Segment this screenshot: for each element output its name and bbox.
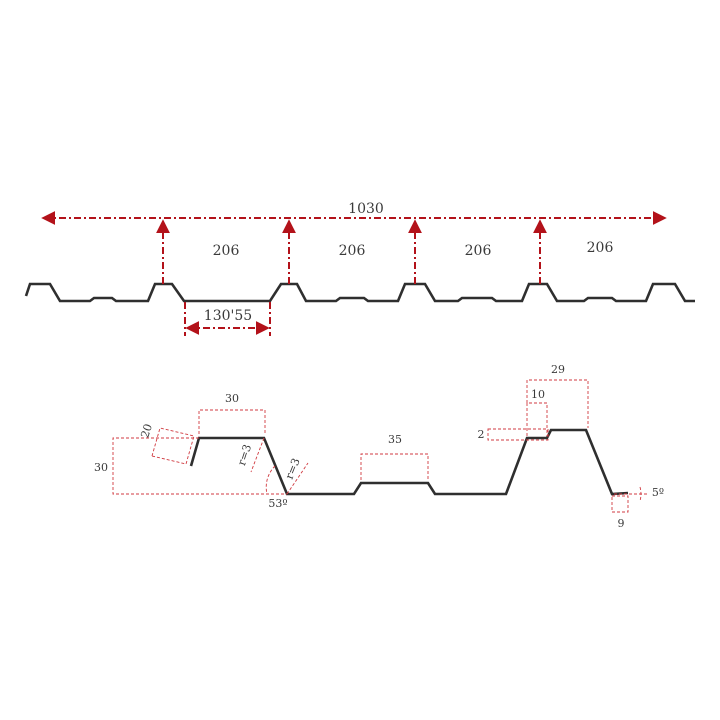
step-height-label: 2: [478, 428, 485, 441]
profile-height-label: 30: [94, 461, 108, 474]
bottom-radius-label: r=3: [283, 456, 303, 481]
bottom-radius-leader: [286, 462, 309, 495]
total-width-label: 1030: [348, 201, 384, 217]
profile-height-dimension-box: [112, 437, 287, 495]
pitch-label-4: 206: [587, 240, 614, 256]
detail-profile-line: [189, 428, 629, 496]
lip-length-label: 20: [138, 422, 155, 439]
top-flange-width-label: 30: [225, 392, 239, 405]
rib-base-width-label: 130'55: [204, 308, 252, 324]
detail-section: 30 20 30 r=3 r=3 53º 35 2 10 29 9: [94, 363, 664, 530]
rib-top-dimension-box: [526, 379, 589, 428]
rib-top-width-label: 29: [551, 363, 565, 376]
pitch-label-3: 206: [465, 243, 492, 259]
stiffener-width-label: 35: [388, 433, 402, 446]
end-length-dimension-box: [611, 495, 629, 513]
end-angle-arc: [639, 486, 642, 502]
step-height-dimension-box: [487, 428, 549, 441]
step-width-label: 10: [531, 388, 545, 401]
overview-section: 1030 206 206 206 206 130'55: [24, 201, 695, 336]
web-angle-label: 53º: [268, 497, 287, 510]
step-width-dimension-box: [526, 402, 548, 436]
stiffener-dimension-box: [360, 453, 429, 480]
top-radius-leader: [250, 437, 265, 473]
pitch-label-1: 206: [213, 243, 240, 259]
lip-length-dimension-box: [151, 427, 195, 465]
overview-profile-line: [24, 282, 695, 303]
top-radius-label: r=3: [235, 443, 254, 467]
top-flange-dimension-box: [198, 409, 266, 434]
pitch-label-2: 206: [339, 243, 366, 259]
web-angle-arc: [265, 465, 276, 495]
end-length-label: 9: [618, 517, 625, 530]
end-angle-label: 5º: [652, 486, 664, 499]
